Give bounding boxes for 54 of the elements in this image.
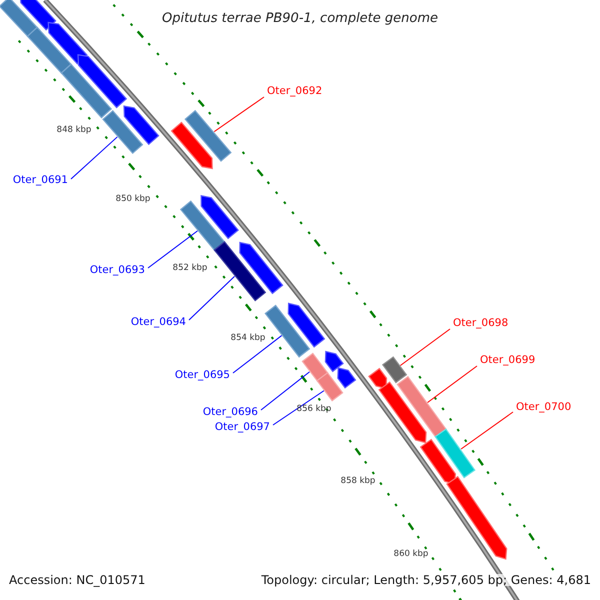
scale-label: 854 kbp bbox=[230, 334, 266, 342]
scale-label: 858 kbp bbox=[340, 477, 376, 486]
gene-bar bbox=[26, 26, 72, 74]
gene-bar bbox=[180, 200, 227, 253]
gene-label: Oter_0693 bbox=[90, 265, 145, 276]
scale-label: 852 kbp bbox=[172, 264, 208, 272]
leader-line bbox=[460, 412, 514, 450]
genome-summary: Topology: circular; Length: 5,957,605 bp; Genes: 4,681 bbox=[261, 574, 591, 586]
gene-bar bbox=[264, 304, 310, 358]
gene-bar bbox=[184, 110, 232, 162]
scale-label: 856 kbp bbox=[296, 405, 332, 414]
gene-label: Oter_0695 bbox=[174, 370, 230, 380]
leader-line bbox=[272, 390, 324, 426]
gene-label: Oter_0698 bbox=[453, 318, 508, 328]
scale-label: 860 kbp bbox=[394, 550, 428, 558]
scale-label: 850 kbp bbox=[116, 195, 150, 204]
gene-bar bbox=[214, 241, 266, 302]
scale-label: 848 kbp bbox=[56, 126, 92, 134]
gene-block bbox=[378, 381, 427, 444]
gene-block bbox=[123, 105, 160, 146]
gene-block bbox=[446, 476, 508, 560]
gene-block bbox=[200, 195, 239, 240]
gene-block bbox=[170, 122, 213, 170]
gene-label: Oter_0692 bbox=[267, 86, 322, 96]
gene-label: Oter_0699 bbox=[480, 355, 536, 366]
leader-line bbox=[260, 371, 310, 410]
gene-block bbox=[368, 368, 388, 390]
gene-block bbox=[337, 367, 356, 389]
gene-label: Oter_0696 bbox=[202, 407, 258, 418]
leader-line bbox=[148, 230, 198, 268]
gene-bar bbox=[60, 63, 112, 118]
gene-bar bbox=[434, 428, 476, 478]
gene-block bbox=[77, 54, 128, 108]
gene-label: Oter_0700 bbox=[516, 402, 572, 412]
gene-block bbox=[20, 0, 56, 31]
gene-block bbox=[48, 22, 88, 65]
gene-label: Oter_0697 bbox=[214, 422, 270, 432]
gene-block bbox=[288, 302, 326, 348]
gene-block bbox=[239, 242, 284, 294]
gene-block bbox=[324, 350, 344, 372]
gene-bar bbox=[102, 110, 144, 154]
leader-line bbox=[70, 136, 118, 180]
gene-bar bbox=[316, 372, 344, 402]
leader-line bbox=[427, 366, 478, 404]
leader-line bbox=[188, 276, 236, 320]
gene-label: Oter_0694 bbox=[130, 317, 186, 328]
chart-title: Opitutus terrae PB90-1, complete genome bbox=[162, 12, 438, 25]
accession-note: Accession: NC_010571 bbox=[9, 574, 146, 586]
gene-label: Oter_0691 bbox=[12, 175, 68, 186]
leader-line bbox=[214, 96, 264, 132]
gene-block bbox=[420, 438, 456, 485]
gene-bar bbox=[382, 356, 408, 384]
gene-bar bbox=[302, 352, 329, 382]
gene-bar bbox=[396, 376, 447, 438]
